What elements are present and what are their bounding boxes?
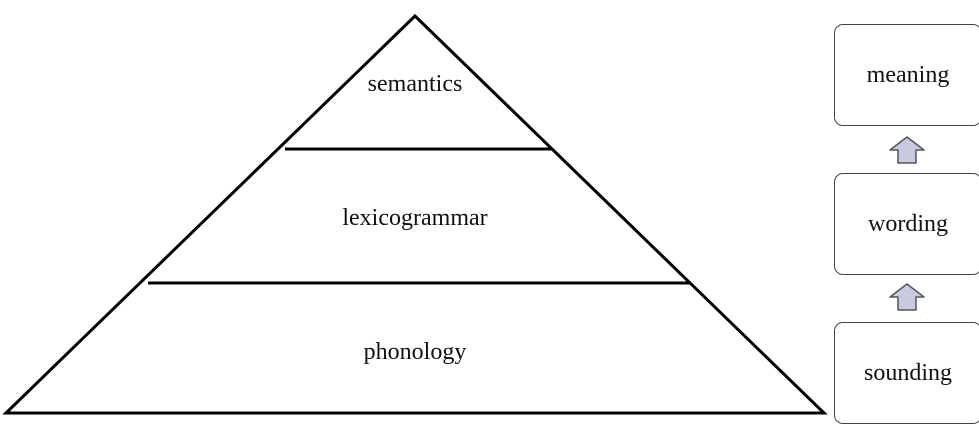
pyramid-level-lexicogrammar: lexicogrammar	[342, 205, 487, 231]
box-wording: wording	[834, 173, 979, 275]
pyramid-outline	[2, 13, 828, 415]
box-sounding-label: sounding	[863, 359, 952, 386]
box-meaning: meaning	[834, 24, 979, 126]
up-arrow-icon	[889, 283, 925, 311]
up-arrow-icon	[889, 136, 925, 164]
pyramid-level-semantics: semantics	[368, 71, 463, 97]
box-meaning-label: meaning	[866, 61, 950, 88]
box-sounding: sounding	[834, 322, 979, 424]
pyramid-level-phonology: phonology	[364, 339, 467, 365]
box-wording-label: wording	[868, 210, 948, 237]
